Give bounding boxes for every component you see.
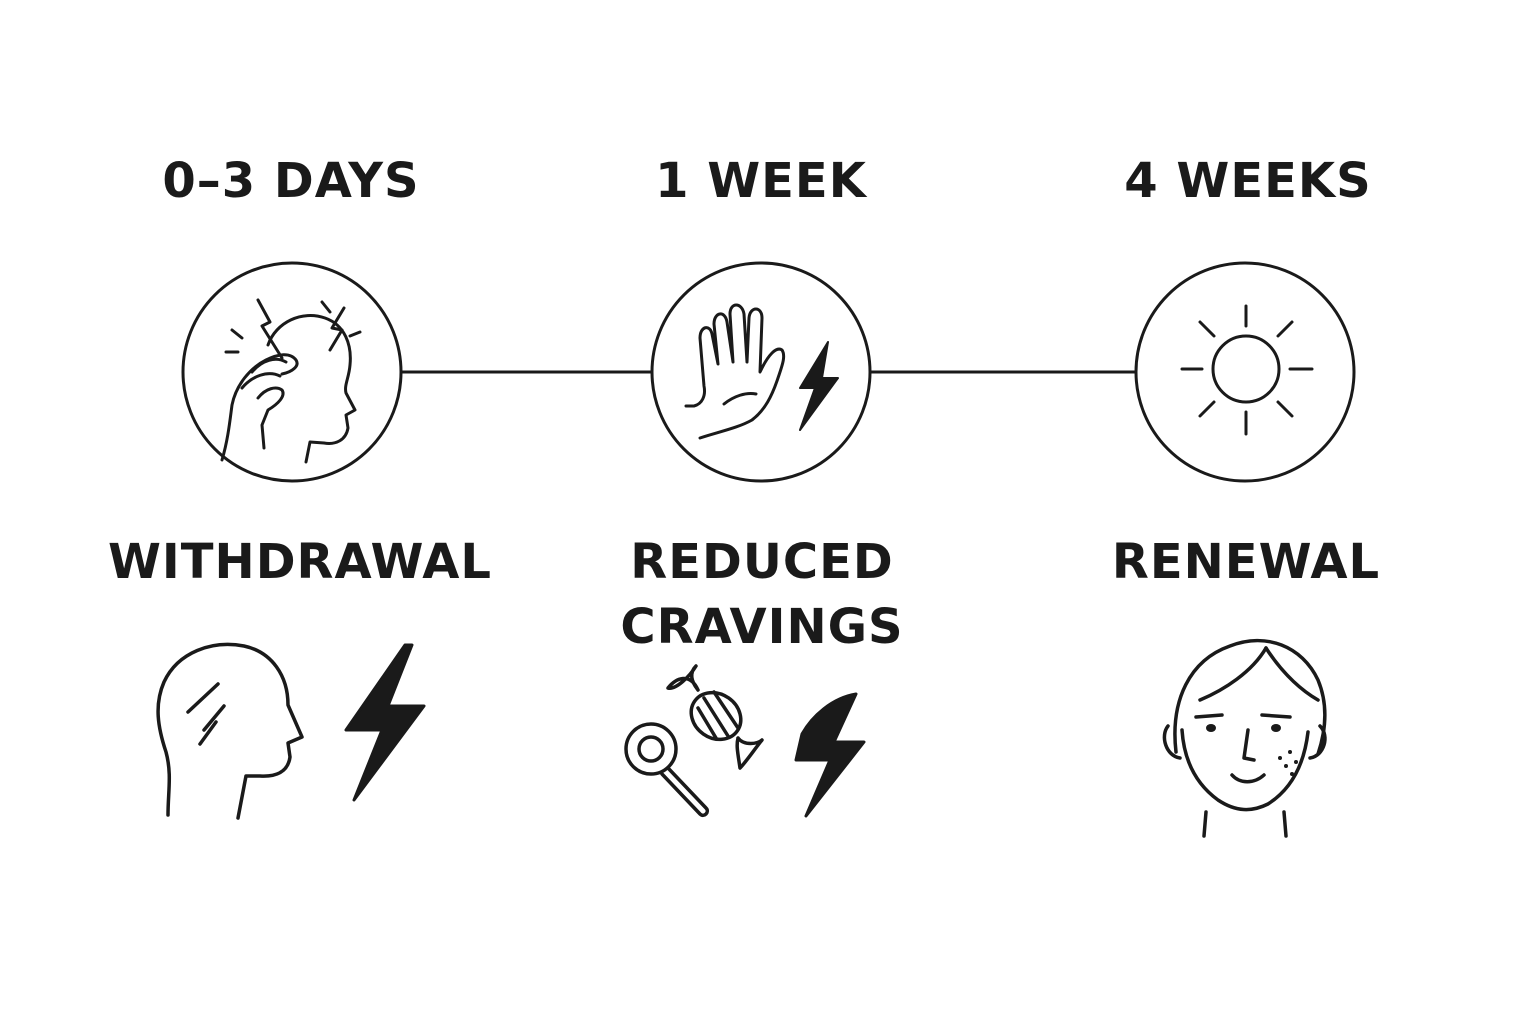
candy-icon (624, 664, 764, 818)
stage-time-label: 1 WEEK (655, 153, 868, 209)
stage-circle-reduced-cravings (650, 261, 872, 483)
lightning-bolt-icon (794, 692, 866, 818)
face-freckles (1278, 750, 1298, 776)
stage-circle-renewal (1134, 261, 1356, 483)
head-profile-icon (156, 642, 304, 820)
smiling-face-icon (1162, 638, 1327, 838)
stage-circle-withdrawal (181, 261, 403, 483)
lightning-bolt-icon (344, 643, 426, 802)
stop-hand-icon (684, 303, 786, 440)
sun-icon (1180, 304, 1314, 436)
stage-name-line: CRAVINGS (620, 599, 903, 655)
stage-time-label: 4 WEEKS (1124, 153, 1371, 209)
stage-name-line: WITHDRAWAL (108, 534, 492, 590)
stage-name-line: RENEWAL (1112, 534, 1380, 590)
face-eyes (1206, 724, 1281, 732)
stage-time-label: 0–3 DAYS (162, 153, 419, 209)
lightning-bolt-icon (799, 341, 839, 431)
stage-name-line: REDUCED (630, 534, 893, 590)
head-pain-icon (220, 298, 362, 464)
